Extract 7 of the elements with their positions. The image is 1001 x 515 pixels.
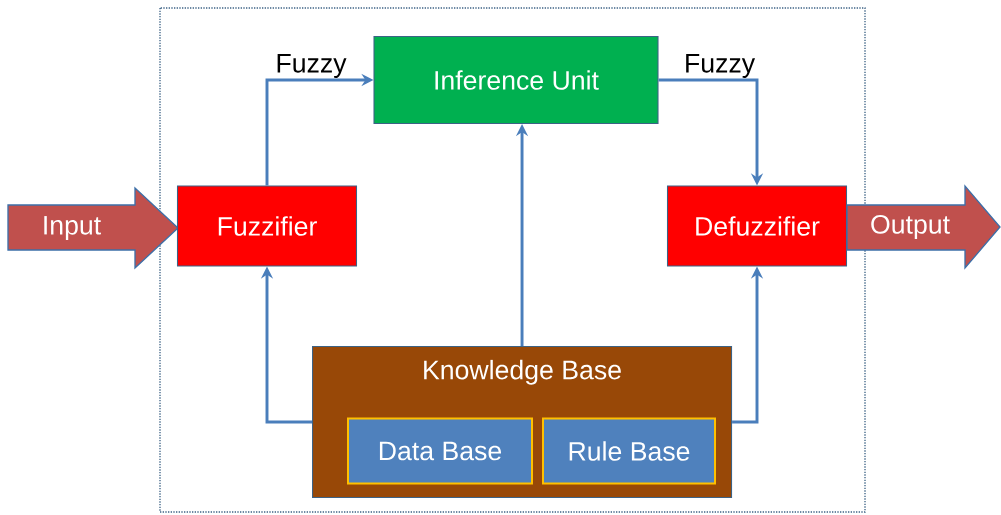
edge-label: Fuzzy (686, 54, 756, 78)
process-box: Inference Unit (373, 35, 659, 125)
edge-label: Fuzzy (277, 54, 347, 78)
sub-box: Rule Base (542, 417, 716, 485)
process-box: Fuzzifier (176, 185, 358, 267)
sub-box: Data Base (347, 417, 533, 485)
process-box: Defuzzifier (666, 185, 848, 267)
